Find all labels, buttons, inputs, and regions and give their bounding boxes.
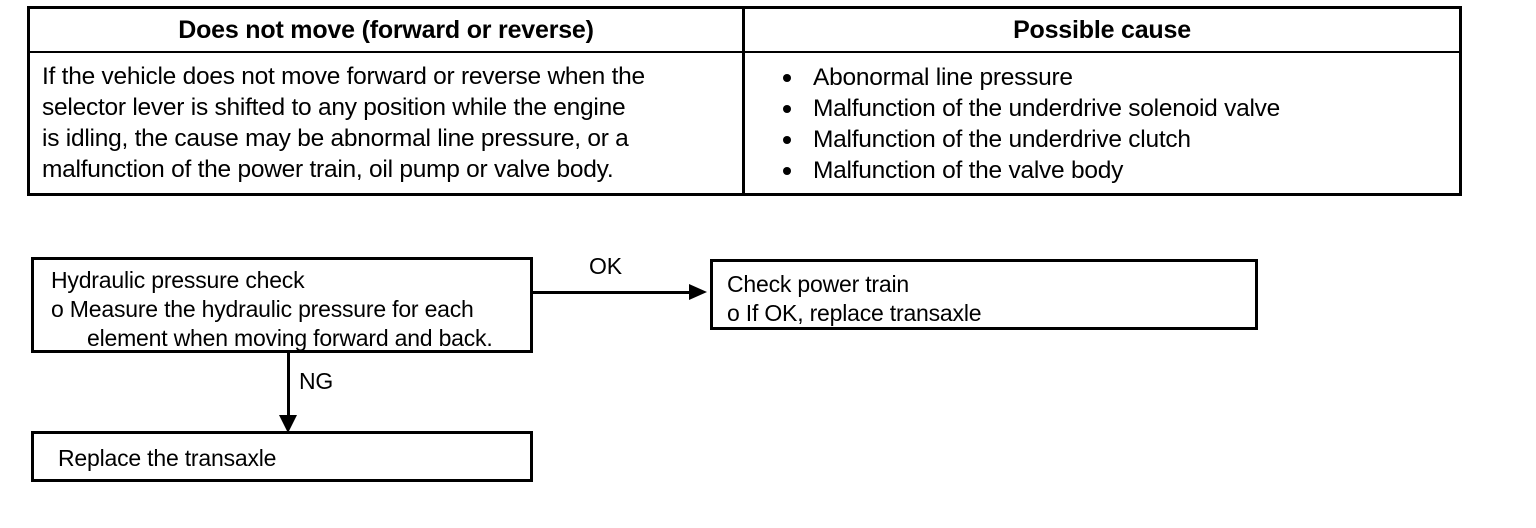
- symptom-table: Does not move (forward or reverse) Possi…: [27, 6, 1462, 196]
- flow-label-ng: NG: [299, 368, 334, 394]
- list-item: Malfunction of the underdrive solenoid v…: [781, 93, 1459, 124]
- box-bullet-line: o Measure the hydraulic pressure for eac…: [51, 295, 530, 324]
- box-bullet-text: Measure the hydraulic pressure for each: [69, 296, 474, 322]
- box-title: Hydraulic pressure check: [51, 267, 305, 293]
- flow-label-ok: OK: [589, 253, 622, 279]
- table-header-symptom: Does not move (forward or reverse): [30, 9, 745, 51]
- list-item: Malfunction of the underdrive clutch: [781, 124, 1459, 155]
- possible-cause-list: Abonormal line pressure Malfunction of t…: [745, 53, 1459, 186]
- table-header-possible-cause: Possible cause: [1013, 15, 1191, 44]
- flowchart-box-check-power-train: Check power train o If OK, replace trans…: [710, 259, 1258, 330]
- flowchart-box-hydraulic-pressure-check: Hydraulic pressure check o Measure the h…: [31, 257, 533, 353]
- symptom-description-line: selector lever is shifted to any positio…: [42, 94, 626, 121]
- list-item: Abonormal line pressure: [781, 62, 1459, 93]
- box-title: Check power train: [727, 271, 909, 297]
- bullet-marker: o: [727, 300, 740, 326]
- symptom-description-line: If the vehicle does not move forward or …: [42, 63, 645, 90]
- arrow-ok-line: [533, 291, 697, 294]
- table-body-row: If the vehicle does not move forward or …: [30, 53, 1459, 193]
- symptom-description-line: is idling, the cause may be abnormal lin…: [42, 125, 629, 152]
- bullet-marker: o: [51, 296, 64, 322]
- arrow-ng-line: [287, 353, 290, 421]
- box-title: Replace the transaxle: [58, 445, 277, 471]
- arrow-ok-head-icon: [689, 284, 707, 300]
- flowchart-box-replace-transaxle: Replace the transaxle: [31, 431, 533, 482]
- box-bullet-text: If OK, replace transaxle: [745, 300, 982, 326]
- list-item: Malfunction of the valve body: [781, 155, 1459, 186]
- possible-cause-cell: Abonormal line pressure Malfunction of t…: [745, 53, 1459, 193]
- table-header-row: Does not move (forward or reverse) Possi…: [30, 9, 1459, 53]
- symptom-description-cell: If the vehicle does not move forward or …: [30, 53, 745, 193]
- symptom-description-line: malfunction of the power train, oil pump…: [42, 156, 614, 183]
- arrow-ng-head-icon: [279, 415, 297, 433]
- box-bullet-line-continued: element when moving forward and back.: [87, 325, 493, 351]
- box-bullet-line: o If OK, replace transaxle: [727, 299, 1255, 328]
